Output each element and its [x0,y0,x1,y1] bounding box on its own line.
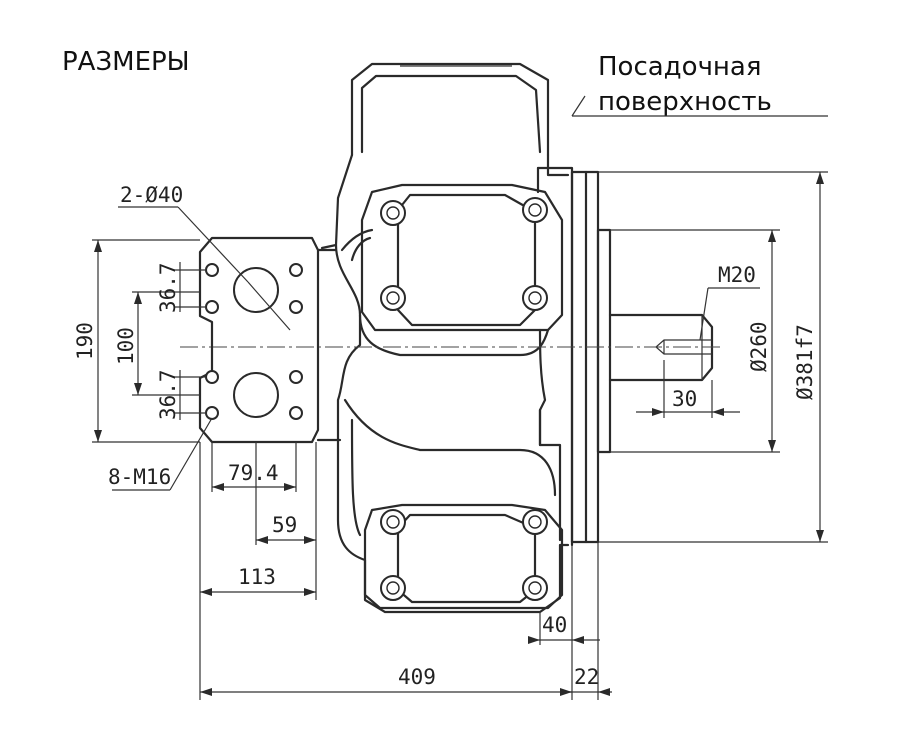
motor-body [180,62,722,614]
mounting-surface-label-1: Посадочная [598,52,762,82]
dim-40: 40 [542,613,567,637]
dim-100: 100 [114,327,138,365]
dim-m20: M20 [718,263,756,287]
dim-22: 22 [574,665,599,689]
dim-59: 59 [272,513,297,537]
dim-holes-2xd40: 2-Ø40 [120,183,183,207]
dim-d260: Ø260 [747,321,771,372]
upper-cylinder-cover [360,183,564,332]
dim-8xm16: 8-M16 [108,465,171,489]
port-block [198,236,342,444]
drawing-heading: РАЗМЕРЫ [62,47,190,77]
lower-cylinder-cover [363,503,564,610]
dim-d381f7: Ø381f7 [793,324,817,400]
mounting-surface-leader [571,95,828,117]
dim-409: 409 [398,665,436,689]
dim-36-7-lower: 36.7 [156,369,180,420]
dim-190: 190 [73,322,97,360]
dim-30: 30 [672,387,697,411]
dim-113: 113 [238,565,276,589]
mounting-surface-label-2: поверхность [598,87,772,117]
dimension-arrows [94,172,824,696]
dim-79-4: 79.4 [228,461,279,485]
dimension-lines [92,171,828,700]
dim-36-7-upper: 36.7 [156,262,180,313]
